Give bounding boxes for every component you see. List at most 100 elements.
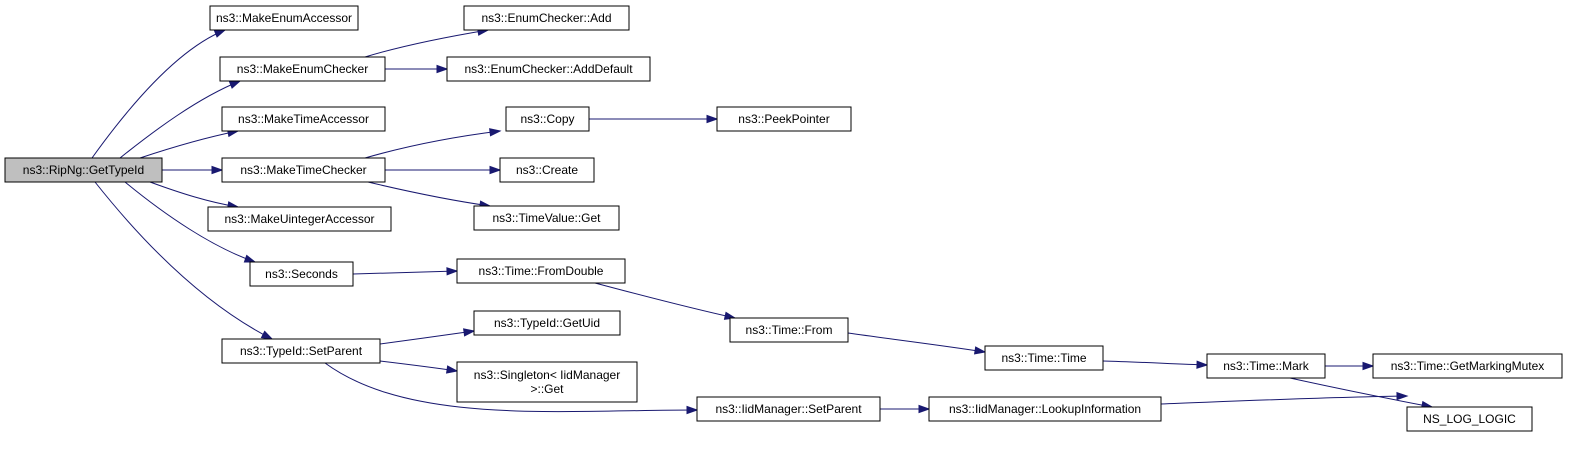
arrowhead-icon [213,29,227,38]
call-edge-mtc-to-copy [364,130,501,159]
node-label: ns3::Create [516,163,578,177]
call-edge-mark-to-log [1289,377,1433,408]
node-ecad[interactable]: ns3::EnumChecker::AddDefault [446,56,651,82]
call-edge-setparent-to-getuid [379,330,475,345]
node-label: ns3::TypeId::SetParent [240,344,363,358]
call-edge-root-to-mua [149,181,239,208]
node-label: ns3::MakeTimeChecker [240,163,366,177]
arrowhead-icon [228,80,242,89]
arrowhead-icon [1196,360,1209,369]
call-edge-lookup-to-log [1160,395,1408,405]
call-edge-root-to-mea [91,29,226,159]
node-seconds[interactable]: ns3::Seconds [249,261,354,287]
node-setparent[interactable]: ns3::TypeId::SetParent [221,338,381,364]
node-label: >::Get [530,382,564,396]
node-box [473,310,621,336]
node-label: ns3::Time::Time [1001,351,1086,365]
call-edge-seconds-to-fromdouble [352,270,458,275]
node-label: ns3::TypeId::GetUid [494,316,600,330]
node-root[interactable]: ns3::RipNg::GetTypeId [4,157,163,183]
node-tvget[interactable]: ns3::TimeValue::Get [473,205,620,231]
arrowhead-icon [211,165,224,175]
node-label: ns3::Copy [520,112,574,126]
node-copy[interactable]: ns3::Copy [505,106,590,132]
call-edge-root-to-setparent [94,181,273,340]
node-getuid[interactable]: ns3::TypeId::GetUid [473,310,621,336]
node-mua[interactable]: ns3::MakeUintegerAccessor [207,206,392,232]
node-label: ns3::EnumChecker::Add [481,11,611,25]
node-label: ns3::MakeEnumAccessor [216,11,352,25]
node-label: ns3::MakeTimeAccessor [238,112,369,126]
arrowhead-icon [686,405,699,415]
arrowhead-icon [1362,361,1375,371]
node-box [1206,353,1326,379]
node-mec[interactable]: ns3::MakeEnumChecker [219,56,386,82]
node-box [209,5,359,31]
function-nodes: ns3::RipNg::GetTypeId ns3::MakeEnumAccess… [4,5,1563,432]
node-box [207,206,392,232]
arrowhead-icon [260,330,274,340]
node-peek[interactable]: ns3::PeekPointer [716,106,852,132]
node-label: ns3::RipNg::GetTypeId [23,163,144,177]
arrowhead-icon [489,128,502,137]
arrowhead-icon [1396,391,1409,401]
node-label: ns3::Time::FromDouble [479,264,604,278]
node-lookup[interactable]: ns3::IidManager::LookupInformation [928,396,1162,422]
node-box [473,205,620,231]
node-label: ns3::MakeUintegerAccessor [224,212,374,226]
node-create[interactable]: ns3::Create [499,157,595,183]
node-box [446,56,651,82]
arrowhead-icon [489,165,502,175]
node-time[interactable]: ns3::Time::Time [984,345,1104,371]
arrowhead-icon [706,114,719,124]
node-eca[interactable]: ns3::EnumChecker::Add [463,5,630,31]
node-box [499,157,595,183]
node-mta[interactable]: ns3::MakeTimeAccessor [221,106,386,132]
node-box [249,261,354,287]
node-gmm[interactable]: ns3::Time::GetMarkingMutex [1372,353,1563,379]
node-label: ns3::Time::From [746,323,833,337]
node-label: ns3::MakeEnumChecker [237,62,368,76]
node-singleton[interactable]: ns3::Singleton< IidManager>::Get [456,361,638,403]
arrowhead-icon [445,365,459,374]
node-label: ns3::Time::GetMarkingMutex [1391,359,1545,373]
arrowhead-icon [243,254,257,263]
node-label: ns3::Seconds [265,267,338,281]
node-box [1372,353,1563,379]
node-label: NS_LOG_LOGIC [1423,412,1516,426]
node-box [219,56,386,82]
node-label: ns3::PeekPointer [738,112,829,126]
node-box [221,106,386,132]
arrowhead-icon [436,64,449,74]
node-log[interactable]: NS_LOG_LOGIC [1406,406,1533,432]
node-mark[interactable]: ns3::Time::Mark [1206,353,1326,379]
call-edge-setparent-to-iidsetparent [324,362,698,413]
node-box [221,338,381,364]
node-box [928,396,1162,422]
node-label: ns3::IidManager::SetParent [715,402,862,416]
node-label: ns3::Time::Mark [1223,359,1310,373]
node-label: ns3::Singleton< IidManager [474,368,620,382]
node-box [505,106,590,132]
node-box [729,317,849,343]
node-box [1406,406,1533,432]
arrowhead-icon [463,328,476,337]
call-edge-from-to-time [847,332,986,353]
node-box [456,361,638,403]
call-edge-mtc-to-tvget [367,181,491,207]
call-edge-root-to-mec [119,80,241,159]
arrowhead-icon [918,404,931,414]
node-label: ns3::IidManager::LookupInformation [949,402,1141,416]
node-from[interactable]: ns3::Time::From [729,317,849,343]
node-box [4,157,163,183]
node-mtc[interactable]: ns3::MakeTimeChecker [221,157,386,183]
node-box [221,157,386,183]
node-box [463,5,630,31]
call-edge-fromdouble-to-from [594,282,736,319]
node-fromdouble[interactable]: ns3::Time::FromDouble [456,258,626,284]
call-edge-time-to-mark [1102,360,1208,366]
node-iidsetparent[interactable]: ns3::IidManager::SetParent [696,396,881,422]
node-mea[interactable]: ns3::MakeEnumAccessor [209,5,359,31]
node-label: ns3::EnumChecker::AddDefault [464,62,633,76]
